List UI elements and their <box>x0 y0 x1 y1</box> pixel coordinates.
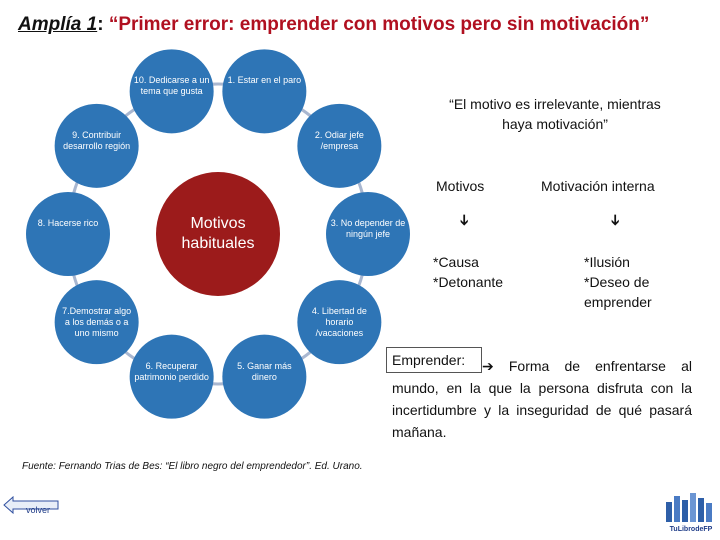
motivos-list: *Causa *Detonante <box>433 252 503 292</box>
center-circle <box>156 172 280 296</box>
title-lead: Amplía 1 <box>18 14 98 35</box>
list-item: *Deseo de emprender <box>584 274 652 310</box>
motive-quote: “El motivo es irrelevante, mientras haya… <box>449 96 661 132</box>
tulibrodefp-logo-icon <box>666 493 712 522</box>
motivacion-list: *Ilusión *Deseo de emprender <box>584 252 674 312</box>
cycle-node-label-6: 6. Recuperar patrimonio perdido <box>134 360 209 382</box>
cycle-node-label-4: 4. Libertad de horario /vacaciones <box>311 306 367 339</box>
definition-text: ➔ Forma de enfrentarse al mundo, en la q… <box>392 358 692 440</box>
page-title: Amplía 1: “Primer error: emprender con m… <box>18 14 649 36</box>
cycle-node-5 <box>222 334 307 419</box>
definition-label: Emprender: <box>392 352 466 368</box>
definition-box <box>386 347 482 373</box>
list-item: *Causa <box>433 254 479 270</box>
cycle-node-label-9: 9. Contribuir desarrollo región <box>63 129 131 151</box>
list-item: *Ilusión <box>584 254 630 270</box>
logo-text: TuLibrodeFP <box>669 526 713 533</box>
cycle-node-label-5: 5. Ganar más dinero <box>237 360 292 382</box>
cycle-node-2 <box>297 103 382 188</box>
cycle-node-8 <box>26 192 110 276</box>
source-citation: Fuente: Fernando Trias de Bes: “El libro… <box>22 461 363 472</box>
cycle-node-7 <box>54 280 139 365</box>
title-quote: “Primer error: emprender con motivos per… <box>108 14 650 35</box>
cycle-node-9 <box>54 103 139 188</box>
cycle-node-label-7: 7.Demostrar algo a los demás o a uno mis… <box>62 306 132 339</box>
center-label: Motivos habituales <box>181 215 255 252</box>
motivos-heading: Motivos <box>436 178 485 194</box>
arrow-down-icon: ➔ <box>606 213 624 227</box>
motivacion-heading: Motivación interna <box>541 178 655 194</box>
cycle-node-10 <box>129 49 214 134</box>
cycle-node-label-8: 8. Hacerse rico <box>37 218 99 228</box>
cycle-node-label-2: 2. Odiar jefe /empresa <box>314 129 364 151</box>
cycle-node-1 <box>222 49 307 134</box>
cycle-node-6 <box>129 334 214 419</box>
cycle-node-label-3: 3. No depender de ningún jefe <box>330 218 406 239</box>
cycle-node-label-1: 1. Estar en el paro <box>227 75 302 86</box>
list-item: *Detonante <box>433 274 504 290</box>
back-button-label[interactable]: volver <box>26 505 51 515</box>
title-colon: : <box>97 14 104 35</box>
cycle-node-3 <box>326 192 410 276</box>
cycle-node-label-10: 10. Dedicarse a un tema que gusta <box>133 75 210 97</box>
arrow-down-icon: ➔ <box>455 213 473 227</box>
back-button[interactable] <box>3 496 59 514</box>
cycle-node-4 <box>297 280 382 365</box>
